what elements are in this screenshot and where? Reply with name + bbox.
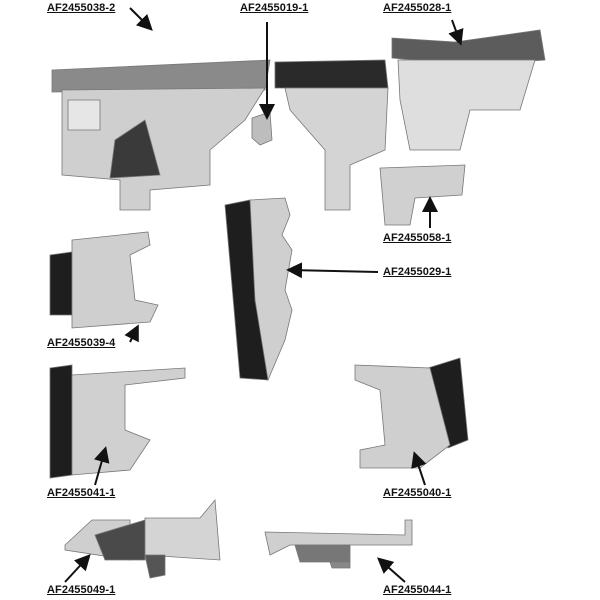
part-af2455040-1 <box>354 357 469 469</box>
label-af2455029-1: AF2455029-1 <box>383 266 452 278</box>
part-upper-center-panel <box>274 59 389 211</box>
arrow-038-2 <box>129 7 153 31</box>
part-af2455041-1 <box>49 364 186 479</box>
arrow-044-1 <box>376 557 406 583</box>
arrow-049-1 <box>64 554 91 583</box>
label-af2455019-1: AF2455019-1 <box>240 2 309 14</box>
arrow-041-1 <box>94 446 110 486</box>
part-af2455019-1 <box>251 111 273 146</box>
label-af2455058-1: AF2455058-1 <box>383 232 452 244</box>
part-af2455044-1 <box>264 519 413 569</box>
label-af2455044-1: AF2455044-1 <box>383 584 452 596</box>
part-af2455029-1 <box>224 197 293 382</box>
label-af2455038-2: AF2455038-2 <box>47 2 116 14</box>
arrow-040-1 <box>411 451 427 486</box>
label-af2455041-1: AF2455041-1 <box>47 487 116 499</box>
part-af2455058-1 <box>379 164 466 226</box>
part-af2455038-2 <box>51 59 271 211</box>
part-af2455049-1 <box>64 498 221 579</box>
label-af2455039-4: AF2455039-4 <box>47 337 116 349</box>
part-af2455028-1 <box>391 29 546 151</box>
part-af2455039-4 <box>49 231 159 329</box>
label-af2455028-1: AF2455028-1 <box>383 2 452 14</box>
arrow-029-1 <box>286 262 379 279</box>
arrow-028-1 <box>448 19 464 46</box>
arrow-039-4 <box>124 324 139 343</box>
label-af2455040-1: AF2455040-1 <box>383 487 452 499</box>
label-af2455049-1: AF2455049-1 <box>47 584 116 596</box>
